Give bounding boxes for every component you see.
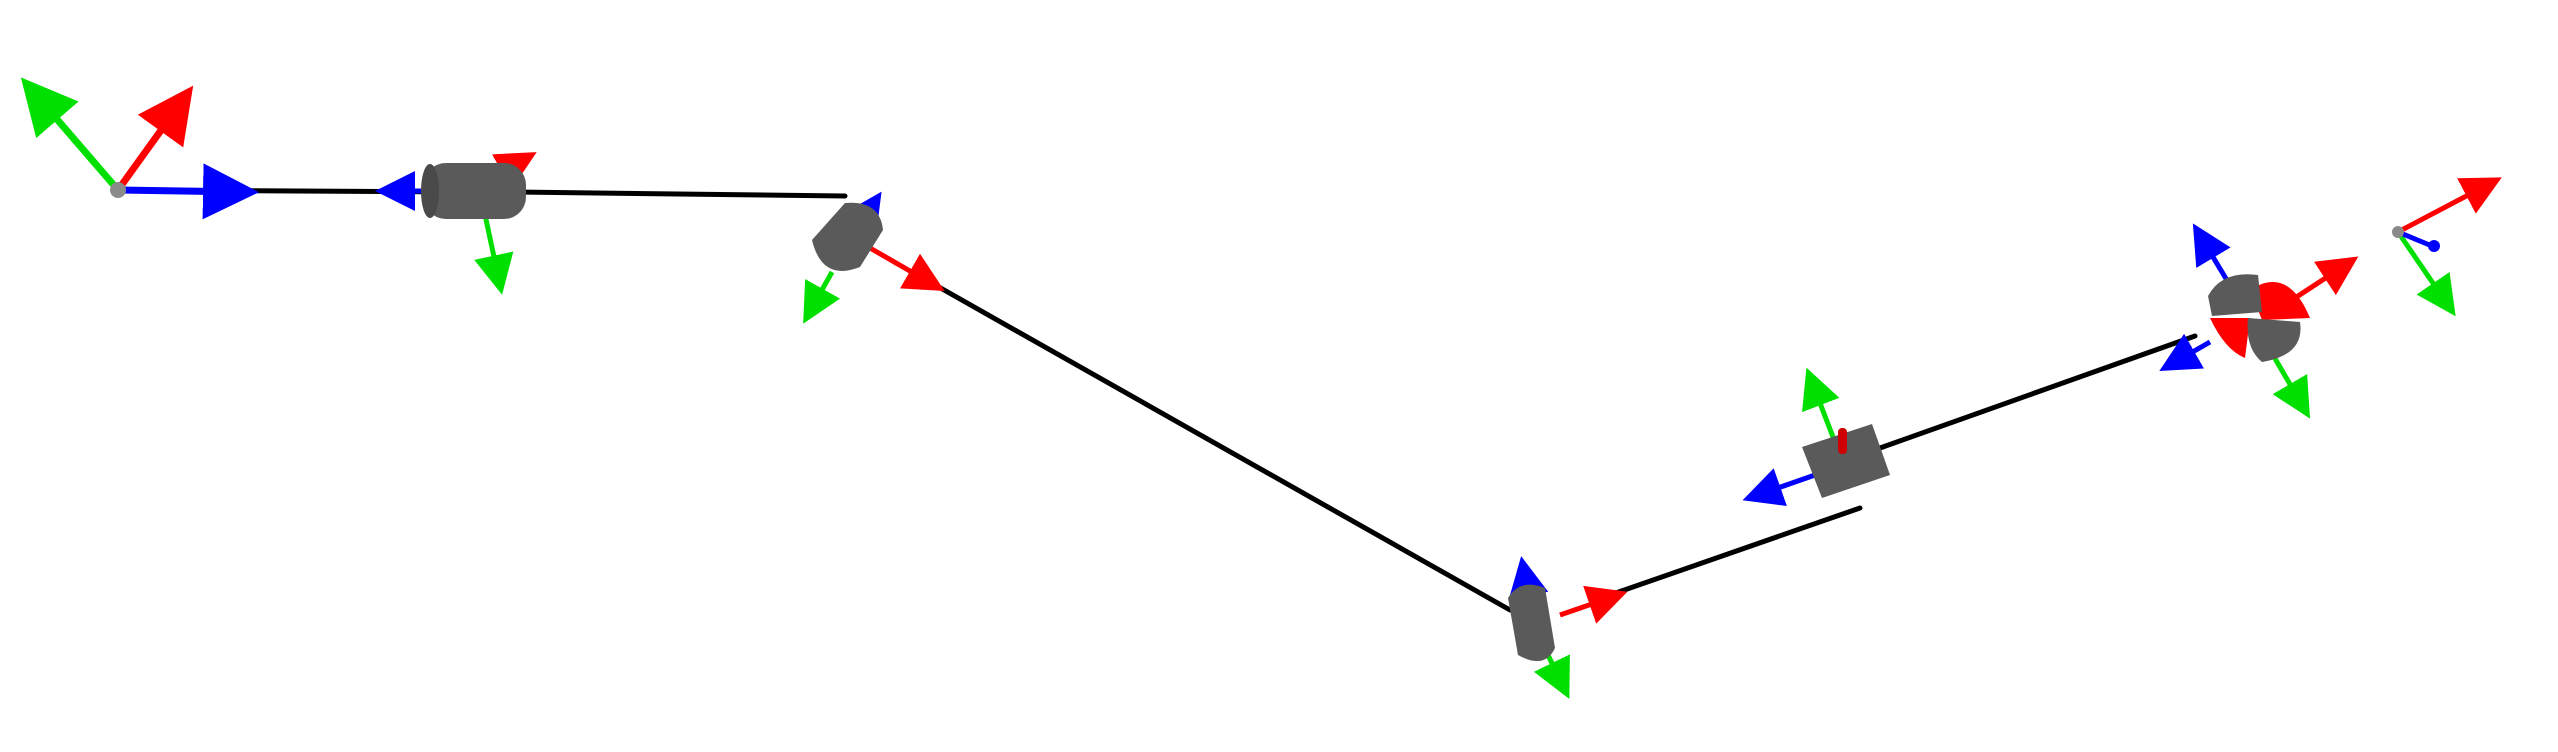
joint3-axis-y [1533,653,1570,699]
base-frame [20,77,259,220]
joint4-axis-x-stub [1838,428,1847,454]
link-joint4-to-joint5 [1877,333,2198,451]
joint4-axis-z [1742,468,1816,506]
joint5-axis-z [2192,223,2231,284]
ee-axis-x [2396,177,2502,235]
base-origin [110,182,126,198]
joint2-axis-x [868,245,945,291]
joint3-axis-z [1508,556,1549,600]
base-axis-y [20,77,121,193]
joint5-axis-y [2267,348,2311,419]
links [115,187,2198,613]
ee-axis-z-tip [2428,240,2440,252]
ee-axis-z [2397,229,2433,249]
joint-4 [1742,367,1890,506]
base-axis-x [115,85,194,193]
joint2-axis-y [803,270,841,324]
joint6-gray-upper [2208,274,2262,316]
ee-origin [2392,226,2404,238]
joint1-axis-y [474,209,514,295]
joint2-cylinder [812,202,883,271]
joint3-cylinder [1508,584,1555,662]
joint-6 [2208,274,2310,362]
link-joint3-to-joint4 [1607,505,1863,598]
joint1-cap [421,164,439,218]
joint6-red-disk-top [2250,281,2310,320]
joint-2 [803,191,945,324]
joint3-axis-x [1559,585,1628,624]
joint5-axis-x [2293,256,2359,301]
end-effector-frame [2392,177,2502,317]
joint6-red-disk-left [2210,318,2250,358]
ee-axis-y [2395,230,2456,317]
link-joint2-to-joint3 [927,279,1513,613]
joint4-axis-y [1802,367,1840,438]
joint1-cylinder [424,163,526,219]
joint-5 [2159,223,2359,419]
joint6-gray-lower [2247,318,2301,362]
link-joint1-to-joint2 [512,189,848,199]
joint-3 [1508,556,1628,699]
joint-1 [375,152,537,295]
joint4-body [1802,424,1890,498]
joint5-axis-z2 [2159,333,2212,371]
base-axis-z [117,163,259,220]
